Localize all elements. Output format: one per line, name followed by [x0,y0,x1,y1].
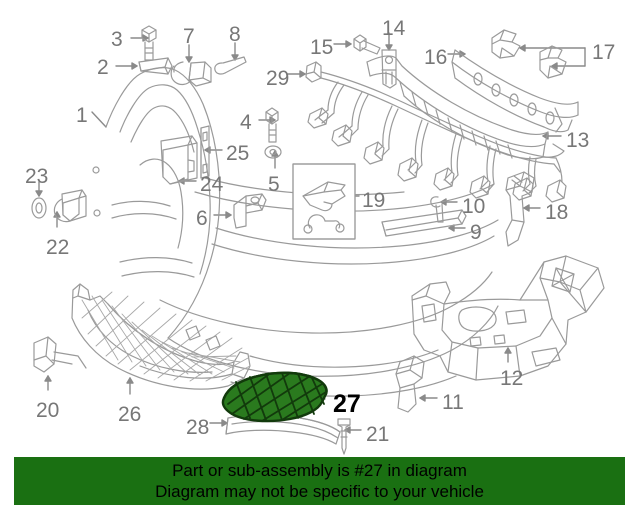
part-7-retainer [170,61,212,87]
part-19-inset-box [292,163,356,240]
callout-25[interactable]: 25 [226,142,250,165]
part-6-bracket [233,193,267,229]
callout-27-highlighted[interactable]: 27 [333,390,361,418]
part-8-screw [214,56,247,75]
part-24-module [160,135,198,185]
callout-11[interactable]: 11 [442,391,464,414]
callout-16[interactable]: 16 [424,46,448,69]
callout-22[interactable]: 22 [46,236,70,259]
callout-12[interactable]: 12 [500,367,524,390]
callout-8[interactable]: 8 [229,23,241,46]
callout-18[interactable]: 18 [545,201,569,224]
part-notice-banner: Part or sub-assembly is #27 in diagram D… [14,457,625,505]
callout-7[interactable]: 7 [183,25,195,48]
part-9-trim-strip [381,209,467,237]
part-26-lower-grille [71,283,251,390]
callout-20[interactable]: 20 [36,399,60,422]
callout-6[interactable]: 6 [196,207,208,230]
part-22-park-sensor [53,189,87,223]
notice-line-primary: Part or sub-assembly is #27 in diagram [172,461,467,480]
callout-17[interactable]: 17 [592,41,616,64]
callout-28[interactable]: 28 [186,416,210,439]
callout-5[interactable]: 5 [268,173,280,196]
callout-23[interactable]: 23 [25,165,49,188]
callout-29[interactable]: 29 [266,67,290,90]
callout-9[interactable]: 9 [470,221,482,244]
notice-line-secondary: Diagram may not be specific to your vehi… [155,482,484,501]
part-4-bolt [265,107,279,143]
part-13-reinforcement [451,49,579,133]
callout-1[interactable]: 1 [76,104,88,127]
part-11-bracket [395,355,425,413]
part-10-screw [430,196,444,223]
part-23-seal [31,197,47,219]
part-2-bracket [138,57,173,75]
callout-14[interactable]: 14 [382,17,406,40]
part-20-bracket [33,336,87,373]
callout-13[interactable]: 13 [566,129,590,152]
part-3-bolt [141,25,157,61]
callout-3[interactable]: 3 [111,28,123,51]
callout-24[interactable]: 24 [200,173,224,196]
callout-4[interactable]: 4 [240,111,252,134]
callout-26[interactable]: 26 [118,403,142,426]
leader-lines [35,32,586,434]
callout-15[interactable]: 15 [310,36,334,59]
wiring-harness [307,71,567,203]
part-27-highlighted-grille-insert [221,371,328,423]
callout-2[interactable]: 2 [97,56,109,79]
part-17-brackets [491,29,567,79]
callout-21[interactable]: 21 [366,423,390,446]
part-15-bolt [353,34,381,55]
part-29-connector [305,61,322,83]
part-25-clip [200,125,210,179]
part-21-push-pin [337,418,351,455]
part-18-bracket [505,171,535,247]
callout-10[interactable]: 10 [462,195,486,218]
part-12-carrier [411,255,605,381]
callout-19[interactable]: 19 [362,189,386,212]
part-5-grommet [264,145,282,159]
